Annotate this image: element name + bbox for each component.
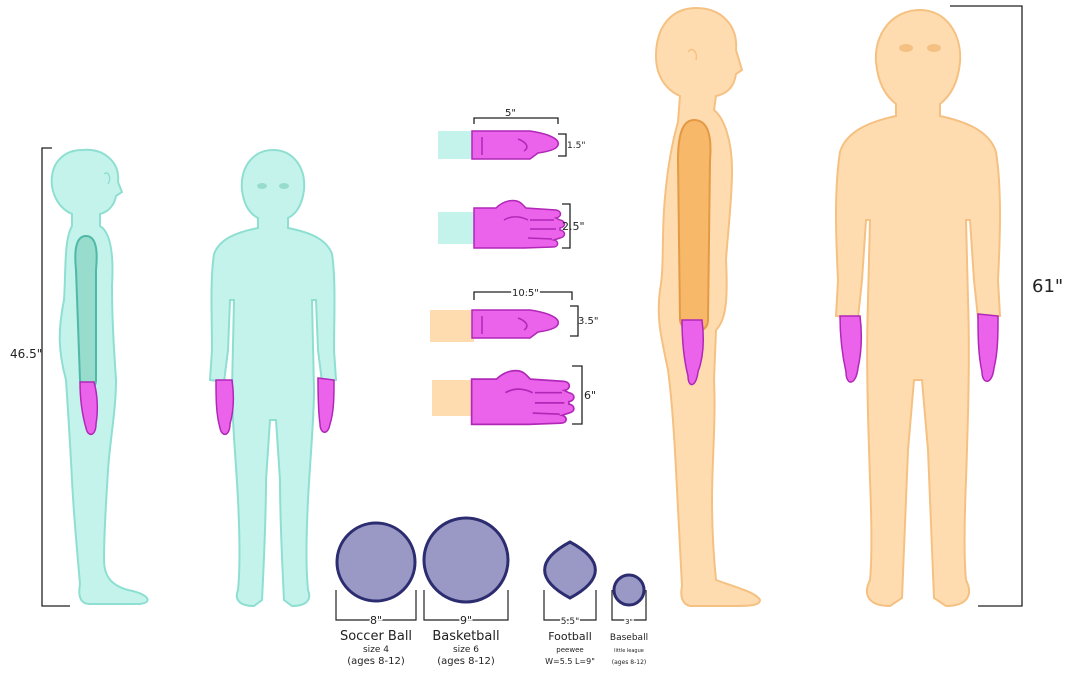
- ball-ages: (ages 8-12): [437, 656, 495, 667]
- adult-height-label: 61": [1032, 276, 1063, 297]
- adult-hand-width-label: 6": [584, 389, 596, 402]
- ball-shape: [614, 575, 644, 605]
- child-front-left-hand: [216, 380, 233, 434]
- child-side-figure: [52, 150, 148, 604]
- ball-size: size 4: [363, 645, 389, 655]
- ball-dimension-label: 9": [460, 614, 472, 627]
- child-side-hand-icon: [472, 131, 558, 159]
- ball-shape: [424, 518, 508, 602]
- adult-front-left-hand: [840, 316, 861, 382]
- ball-ages: (ages 8-12): [347, 656, 405, 667]
- ball-name: Basketball: [432, 629, 499, 644]
- child-hand-width-label: 2.5": [562, 220, 585, 233]
- ball-ages: (ages 8-12): [612, 659, 647, 666]
- child-front-right-hand: [318, 378, 334, 432]
- ball-dimension-label: 5.5": [561, 617, 579, 627]
- ball-shape: [337, 523, 415, 601]
- adult-hand-thickness-label: 3.5": [578, 316, 599, 327]
- ball-size: peewee: [556, 646, 583, 654]
- ball-shape: [545, 542, 596, 598]
- child-hand-length-label: 5": [505, 108, 516, 119]
- child-front-hand-icon: [474, 201, 565, 248]
- adult-front-figure: [836, 10, 1000, 606]
- child-front-figure: [210, 150, 336, 606]
- ball-dimension-label: 3": [625, 618, 633, 626]
- child-front-wrist: [438, 212, 476, 244]
- ball-name: Football: [548, 630, 592, 643]
- adult-side-wrist: [430, 310, 474, 342]
- child-side-wrist: [438, 131, 474, 159]
- ball-size: little league: [614, 648, 644, 654]
- ball-size: size 6: [453, 645, 479, 655]
- hand-comparison: 5" 1.5" 2.5" 10.5" 3.5" 6": [430, 108, 599, 424]
- ball-dimension-label: 8": [370, 614, 382, 627]
- adult-front-hand-icon: [472, 371, 574, 425]
- ball-name: Soccer Ball: [340, 629, 412, 644]
- ball-ages: W=5.5 L=9": [545, 657, 595, 666]
- child-height-label: 46.5": [10, 347, 42, 361]
- child-hand-thickness-label: 1.5": [567, 141, 585, 151]
- child-height-bracket: 46.5": [10, 148, 70, 606]
- adult-hand-length-label: 10.5": [512, 288, 539, 299]
- adult-front-right-hand: [978, 314, 998, 381]
- ball-4: 3" Baseball little league (ages 8-12): [610, 575, 648, 666]
- adult-front-wrist: [432, 380, 476, 416]
- adult-side-figure: [656, 8, 760, 606]
- adult-side-hand-icon: [472, 310, 558, 338]
- ball-name: Baseball: [610, 633, 648, 643]
